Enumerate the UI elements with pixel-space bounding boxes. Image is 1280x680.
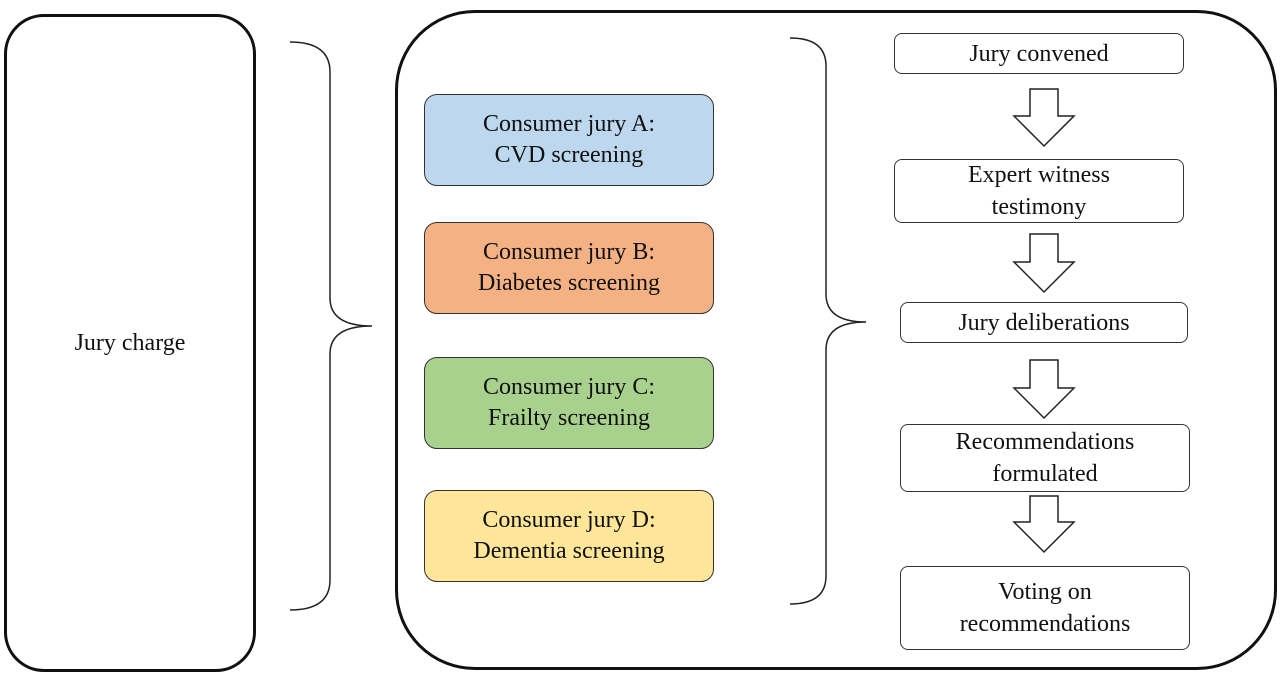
- consumer-jury-a-box: Consumer jury A: CVD screening: [424, 94, 714, 186]
- step-recommendations-formulated: Recommendations formulated: [900, 424, 1190, 492]
- step-1-line-1: Jury convened: [969, 40, 1109, 67]
- consumer-jury-b-box: Consumer jury B: Diabetes screening: [424, 222, 714, 314]
- right-curly-brace-icon: [289, 41, 373, 611]
- consumer-jury-c-box: Consumer jury C: Frailty screening: [424, 357, 714, 449]
- step-2-line-1: Expert witness: [968, 162, 1110, 188]
- consumer-jury-d-topic: Dementia screening: [473, 538, 665, 564]
- jury-charge-label: Jury charge: [74, 330, 186, 356]
- consumer-jury-d-title: Consumer jury D:: [482, 507, 656, 533]
- consumer-jury-b-title: Consumer jury B:: [483, 239, 655, 265]
- step-expert-witness-testimony: Expert witness testimony: [894, 159, 1184, 223]
- consumer-jury-d-box: Consumer jury D: Dementia screening: [424, 490, 714, 582]
- consumer-jury-c-title: Consumer jury C:: [483, 374, 655, 400]
- step-5-line-2: recommendations: [959, 611, 1131, 637]
- step-jury-deliberations: Jury deliberations: [900, 302, 1188, 343]
- step-voting-on-recommendations: Voting on recommendations: [900, 566, 1190, 650]
- step-5-line-1: Voting on: [998, 579, 1092, 605]
- consumer-jury-c-topic: Frailty screening: [488, 405, 650, 431]
- step-jury-convened: Jury convened: [894, 33, 1184, 74]
- jury-charge-box: Jury charge: [4, 14, 256, 672]
- step-3-line-1: Jury deliberations: [958, 309, 1130, 336]
- consumer-jury-a-topic: CVD screening: [494, 142, 644, 168]
- jury-process-container: [395, 10, 1277, 670]
- step-2-line-2: testimony: [991, 194, 1087, 220]
- step-4-line-2: formulated: [992, 461, 1098, 487]
- consumer-jury-a-title: Consumer jury A:: [483, 111, 655, 137]
- step-4-line-1: Recommendations: [955, 429, 1135, 455]
- consumer-jury-b-topic: Diabetes screening: [478, 270, 660, 296]
